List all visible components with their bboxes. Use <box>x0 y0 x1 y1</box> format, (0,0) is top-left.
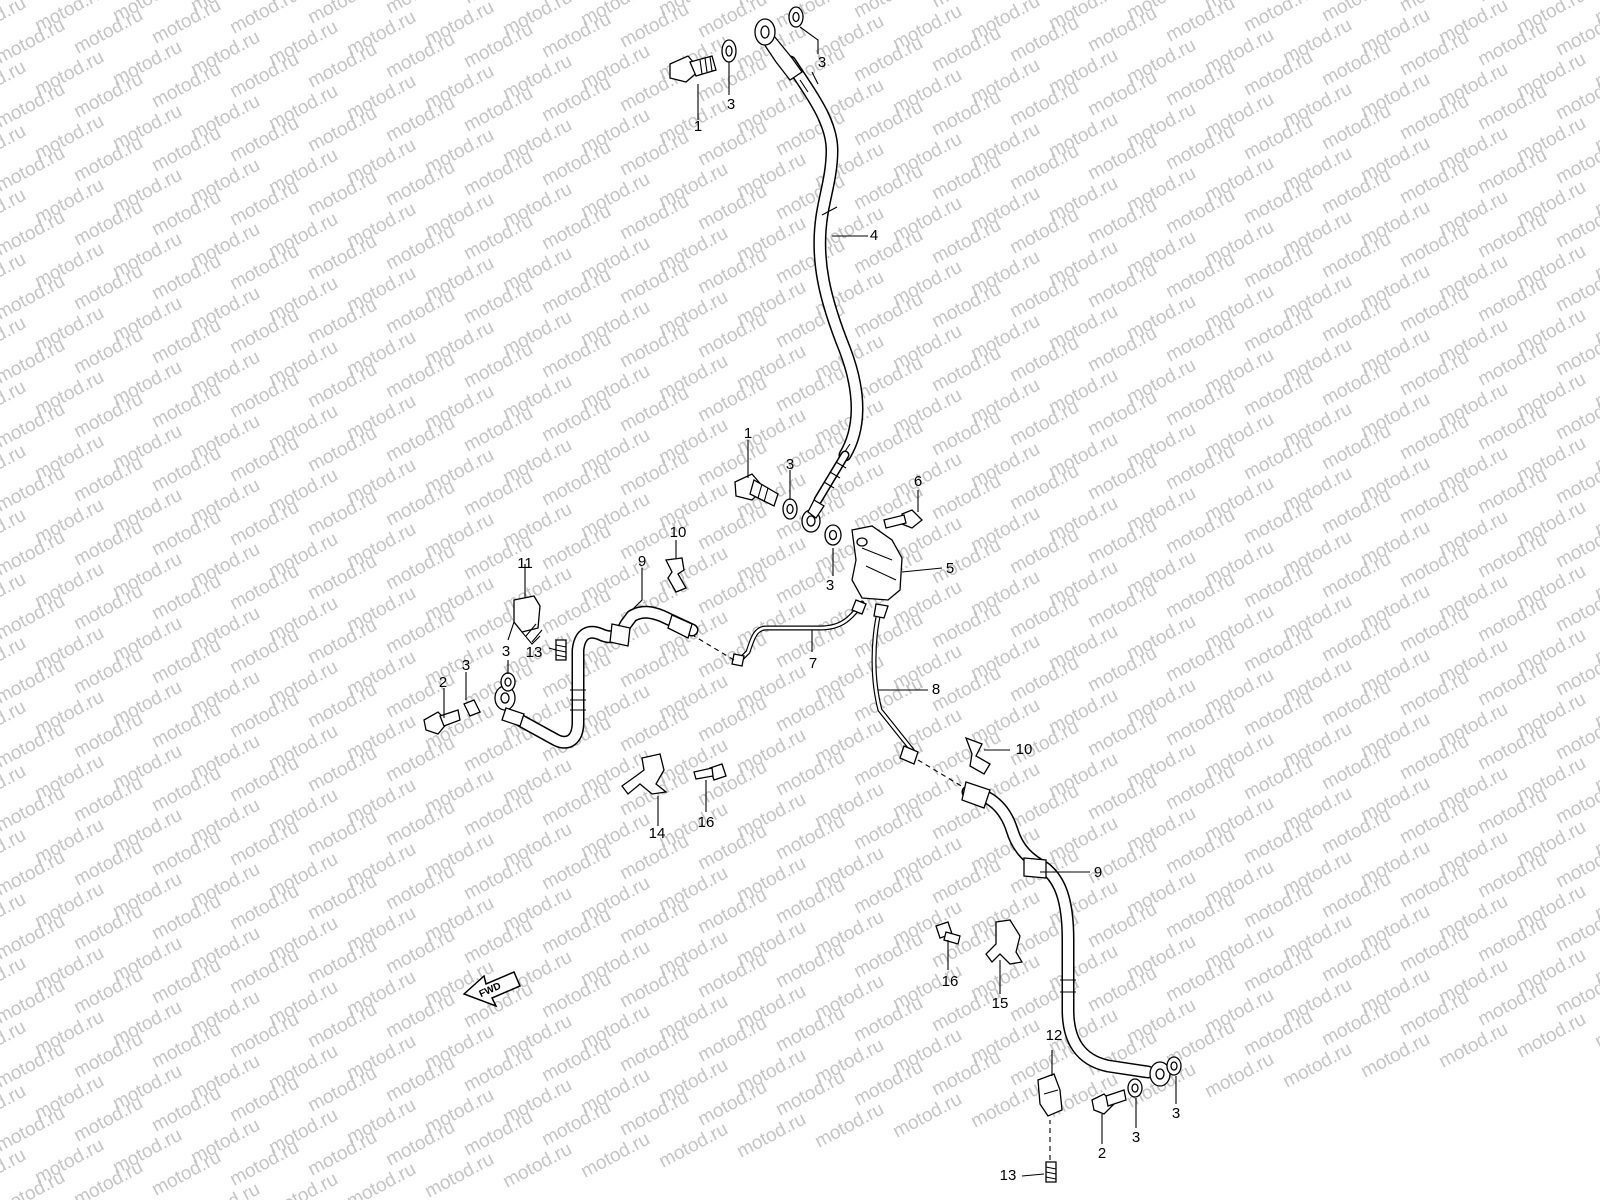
watermark-text: motod.ru <box>1591 0 1600 28</box>
callout-13: 13 <box>526 644 543 661</box>
callout-3: 3 <box>786 456 794 473</box>
watermark-text: motod.ru <box>265 1169 341 1200</box>
callout-15: 15 <box>992 995 1009 1012</box>
watermark-text: motod.ru <box>148 0 224 48</box>
callout-3: 3 <box>502 643 510 660</box>
brake-joint-5 <box>851 525 903 601</box>
callout-3: 3 <box>1172 1105 1180 1122</box>
watermark-text: motod.ru <box>187 1179 263 1200</box>
watermark-text: motod.ru <box>343 1159 419 1200</box>
callout-14: 14 <box>649 825 666 842</box>
watermark-text: motod.ru <box>226 0 302 38</box>
watermark-text: motod.ru <box>811 1099 887 1153</box>
callout-3: 3 <box>1132 1129 1140 1146</box>
bracket-12 <box>1037 1073 1063 1117</box>
watermark-text: motod.ru <box>1513 1009 1589 1063</box>
callout-6: 6 <box>914 473 922 490</box>
callout-11: 11 <box>517 555 533 572</box>
callout-9: 9 <box>1094 864 1102 881</box>
callout-8: 8 <box>932 681 940 698</box>
watermark-text: motod.ru <box>733 1109 809 1163</box>
watermark-text: motod.ru <box>421 1149 497 1200</box>
watermark-text: motod.ru <box>1201 1049 1277 1103</box>
watermark-text: motod.ru <box>1591 999 1600 1053</box>
callout-9: 9 <box>638 553 646 570</box>
callout-3: 3 <box>826 577 834 594</box>
callout-3: 3 <box>462 657 470 674</box>
callout-13: 13 <box>1000 1167 1017 1184</box>
watermark-text: motod.ru <box>967 1079 1043 1133</box>
watermark-text: motod.ru <box>1357 1029 1433 1083</box>
callout-16: 16 <box>698 814 715 831</box>
callout-10: 10 <box>1016 741 1033 758</box>
watermark-text: motod.ru <box>499 1139 575 1193</box>
callout-2: 2 <box>1098 1145 1106 1162</box>
watermark-text: motod.ru <box>1240 0 1316 36</box>
callout-1: 1 <box>694 118 702 135</box>
callout-3: 3 <box>727 96 735 113</box>
callout-12: 12 <box>1046 1027 1063 1044</box>
watermark-text: motod.ru <box>655 1119 731 1173</box>
callout-7: 7 <box>809 655 817 672</box>
callout-3: 3 <box>818 54 826 71</box>
callout-4: 4 <box>870 227 878 244</box>
callout-5: 5 <box>946 560 954 577</box>
callout-10: 10 <box>670 524 687 541</box>
watermark-text: motod.ru <box>1162 0 1238 46</box>
watermark-text: motod.ru <box>772 0 848 32</box>
bolt-13-right <box>1045 1161 1057 1183</box>
callout-2: 2 <box>439 674 447 691</box>
watermark-text: motod.ru <box>1435 1019 1511 1073</box>
callout-16: 16 <box>942 973 959 990</box>
watermark-text: motod.ru <box>889 1089 965 1143</box>
watermark-text: motod.ru <box>1279 1039 1355 1093</box>
callout-1: 1 <box>744 425 752 442</box>
watermark-text: motod.ru <box>577 1129 653 1183</box>
bolt-13-left <box>555 639 567 661</box>
